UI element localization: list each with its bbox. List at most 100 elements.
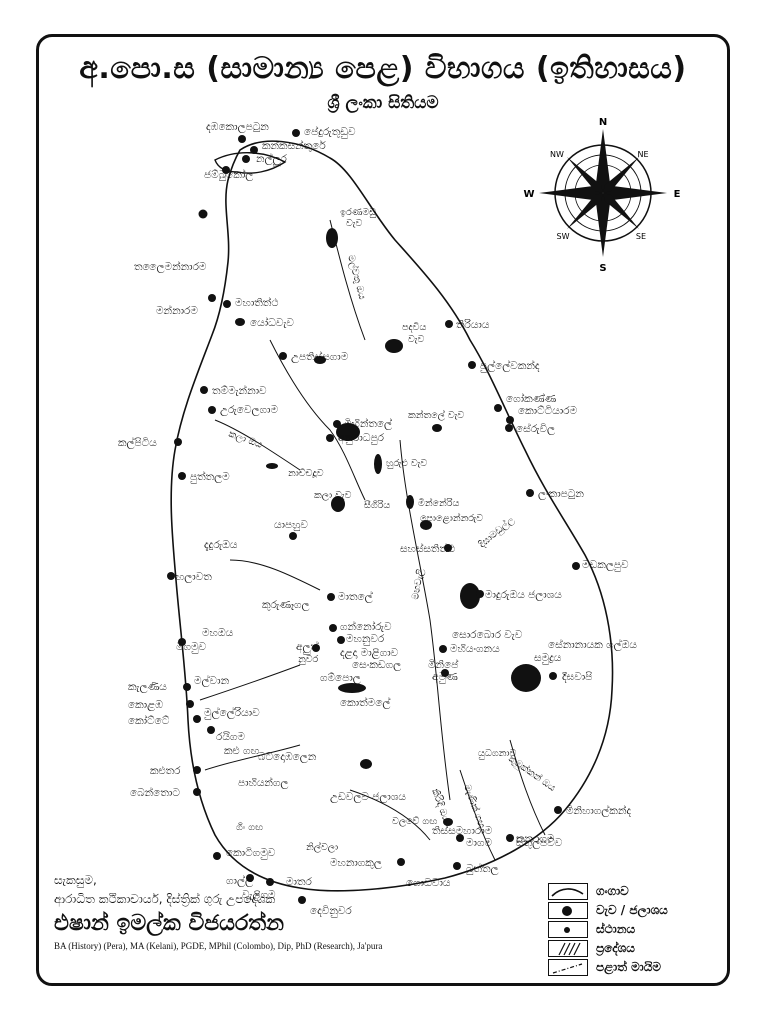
page-title: අ.පො.ස (සාමාන්‍ය පෙළ) විභාගය (ඉතිහාසය): [79, 51, 687, 86]
place-label: උඩවලව ජලාශය: [330, 791, 406, 804]
place-label: දෙවිනුවර: [310, 905, 352, 917]
legend-row-river: ගංගාව: [548, 882, 704, 901]
place-label: සේරුවිල: [516, 421, 556, 436]
compass-north-label: N: [599, 117, 607, 128]
river-label: කලා ඔය: [227, 428, 264, 450]
place-label: මාතලේ: [338, 589, 374, 604]
place-label: මල්වාන: [194, 673, 230, 688]
place-label: පොළොන්නරුව: [420, 511, 483, 524]
place-label: අමුණ: [432, 671, 458, 684]
place-label: කොට්ටියාරම: [518, 405, 578, 417]
place-label: තලෛමන්නාරම: [134, 259, 207, 274]
legend-row-site: ස්ථානය: [548, 920, 704, 939]
legend-row-tank: වැව / ජලාශය: [548, 901, 704, 920]
place-label: සොරබොර වැව: [452, 629, 523, 641]
place-label: යුධගනාව: [478, 748, 517, 759]
map-subtitle: ශ්‍රී ලංකා සිතියම: [327, 93, 439, 113]
compass-rose: N S E W NE NW SE SW: [523, 117, 680, 274]
place-label: දීඝවාපි: [561, 671, 592, 683]
place-label: බටදොඹලෙන: [258, 751, 317, 764]
compass-nw-label: NW: [550, 150, 564, 159]
place-label: ගෝකණ්ණ: [506, 391, 556, 405]
river-label: වලවේ ගඟ: [392, 815, 438, 827]
place-label: පාහියන්ගල: [238, 775, 289, 790]
place-label: සමුද්‍රය: [534, 652, 562, 664]
river-label: මැණික් ගඟ: [461, 783, 489, 831]
place-label: කෝට්ටේ: [128, 713, 170, 727]
map-credit: සැකසුම, ආරාධිත කථිකාචාර්ය, දිස්ත්‍රික් ග…: [54, 871, 382, 954]
compass-south-label: S: [599, 263, 606, 274]
place-label: වැලිගම: [242, 889, 276, 902]
place-label: අනුරාධපුර: [338, 432, 385, 445]
river-label: ගිං ගඟ: [236, 822, 264, 833]
place-label: තිරියාය: [456, 318, 490, 331]
place-label: කන්කසන්තුරේ: [262, 138, 326, 152]
place-label: උරුවෙලගාම: [220, 404, 278, 417]
compass-se-label: SE: [636, 232, 646, 241]
place-label: ගොඩවාය: [406, 877, 451, 889]
compass-ne-label: NE: [637, 150, 648, 159]
place-label: කළුතර: [150, 765, 181, 777]
legend-label: ප්‍රදේශය: [596, 941, 635, 955]
place-label: කතරගම: [516, 833, 555, 845]
place-label: නාච්චදූව: [288, 467, 324, 479]
place-label: යාපහුව: [274, 519, 308, 531]
site-markers: [167, 129, 580, 904]
place-label: දැදුරුඔය: [204, 539, 238, 552]
tank-symbol-icon: [548, 902, 588, 919]
place-label: ගම්පොල: [320, 672, 362, 685]
island-outline: [170, 140, 614, 892]
place-label: නුවර: [298, 653, 319, 665]
place-label: මින්නේරිය: [418, 496, 459, 509]
place-label: ඉරණමඩු: [340, 206, 377, 218]
place-label: ගාල්ල: [226, 873, 254, 888]
place-label: ජම්බුකෝල: [204, 167, 254, 182]
legend-label: වැව / ජලාශය: [596, 903, 668, 917]
place-label: සෙංකඩගල: [352, 659, 402, 672]
place-label: සේනානායක ගල්ඔය: [548, 637, 637, 652]
place-label: අලුත්: [296, 639, 319, 655]
legend-label: ගංගාව: [596, 884, 629, 898]
place-label: මීගමුව: [176, 641, 207, 653]
place-label: හුරුළු වැව: [386, 457, 427, 469]
river-label: නිල්වලා: [306, 840, 338, 853]
compass-sw-label: SW: [557, 232, 570, 241]
credit-author: එෂාන් ඉමල්ක විජයරත්න: [54, 910, 284, 936]
place-label: ගන්නෝරුව: [340, 619, 392, 633]
place-label: දළදා මාළිගාව: [340, 647, 399, 660]
place-label: පුල්ලේවකන්ද: [480, 358, 540, 373]
place-label: මාතර: [286, 876, 313, 888]
place-label: මඩකලපුව: [582, 559, 629, 572]
place-label: මහනාගකුල: [330, 857, 383, 870]
place-label: හලාවත: [176, 571, 212, 584]
place-label: කළු ගඟ: [224, 745, 259, 757]
boundary-symbol-icon: [548, 959, 588, 976]
place-label: මිනිහාගල්කන්ද: [566, 803, 631, 818]
river-symbol-icon: [548, 883, 588, 900]
place-label: කුරුණෑගල: [262, 599, 311, 612]
legend-label: ස්ථානය: [596, 922, 636, 936]
tanks: [235, 228, 541, 826]
credit-prepared-by: සැකසුම,: [54, 873, 97, 888]
place-label: පදවිය: [402, 322, 426, 333]
river-label: මහවැලි: [410, 567, 426, 600]
compass-west-label: W: [523, 189, 534, 200]
place-label: පේදුරුතුඩුව: [304, 124, 356, 138]
place-label: වැව: [346, 218, 362, 229]
place-label: මහියංගනය: [450, 643, 500, 655]
place-label: මහනුවර: [346, 633, 385, 645]
place-label: මිනිපේ: [428, 657, 458, 671]
place-label: මුල්ලේරියාව: [204, 705, 261, 720]
place-label: තිස්සමහාරාම: [432, 823, 493, 837]
compass-east-label: E: [674, 189, 681, 200]
place-label: කොත්මලේ: [340, 695, 391, 710]
credit-qualifications: BA (History) (Pera), MA (Kelani), PGDE, …: [54, 941, 383, 952]
place-label: දඹකොලපටුන: [206, 121, 269, 134]
place-label: මාදුරුඔය ජලාශය: [485, 589, 562, 602]
legend-row-region: ප්‍රදේශය: [548, 939, 704, 958]
place-label: සහස්සතිත්ථ: [400, 541, 455, 555]
legend-row-boundary: පළාත් මායිම: [548, 958, 704, 977]
credit-position: ආරාධිත කථිකාචාර්ය, දිස්ත්‍රික් ගුරු උපදේ…: [54, 892, 276, 907]
place-label: මන්නාරම: [156, 303, 198, 317]
